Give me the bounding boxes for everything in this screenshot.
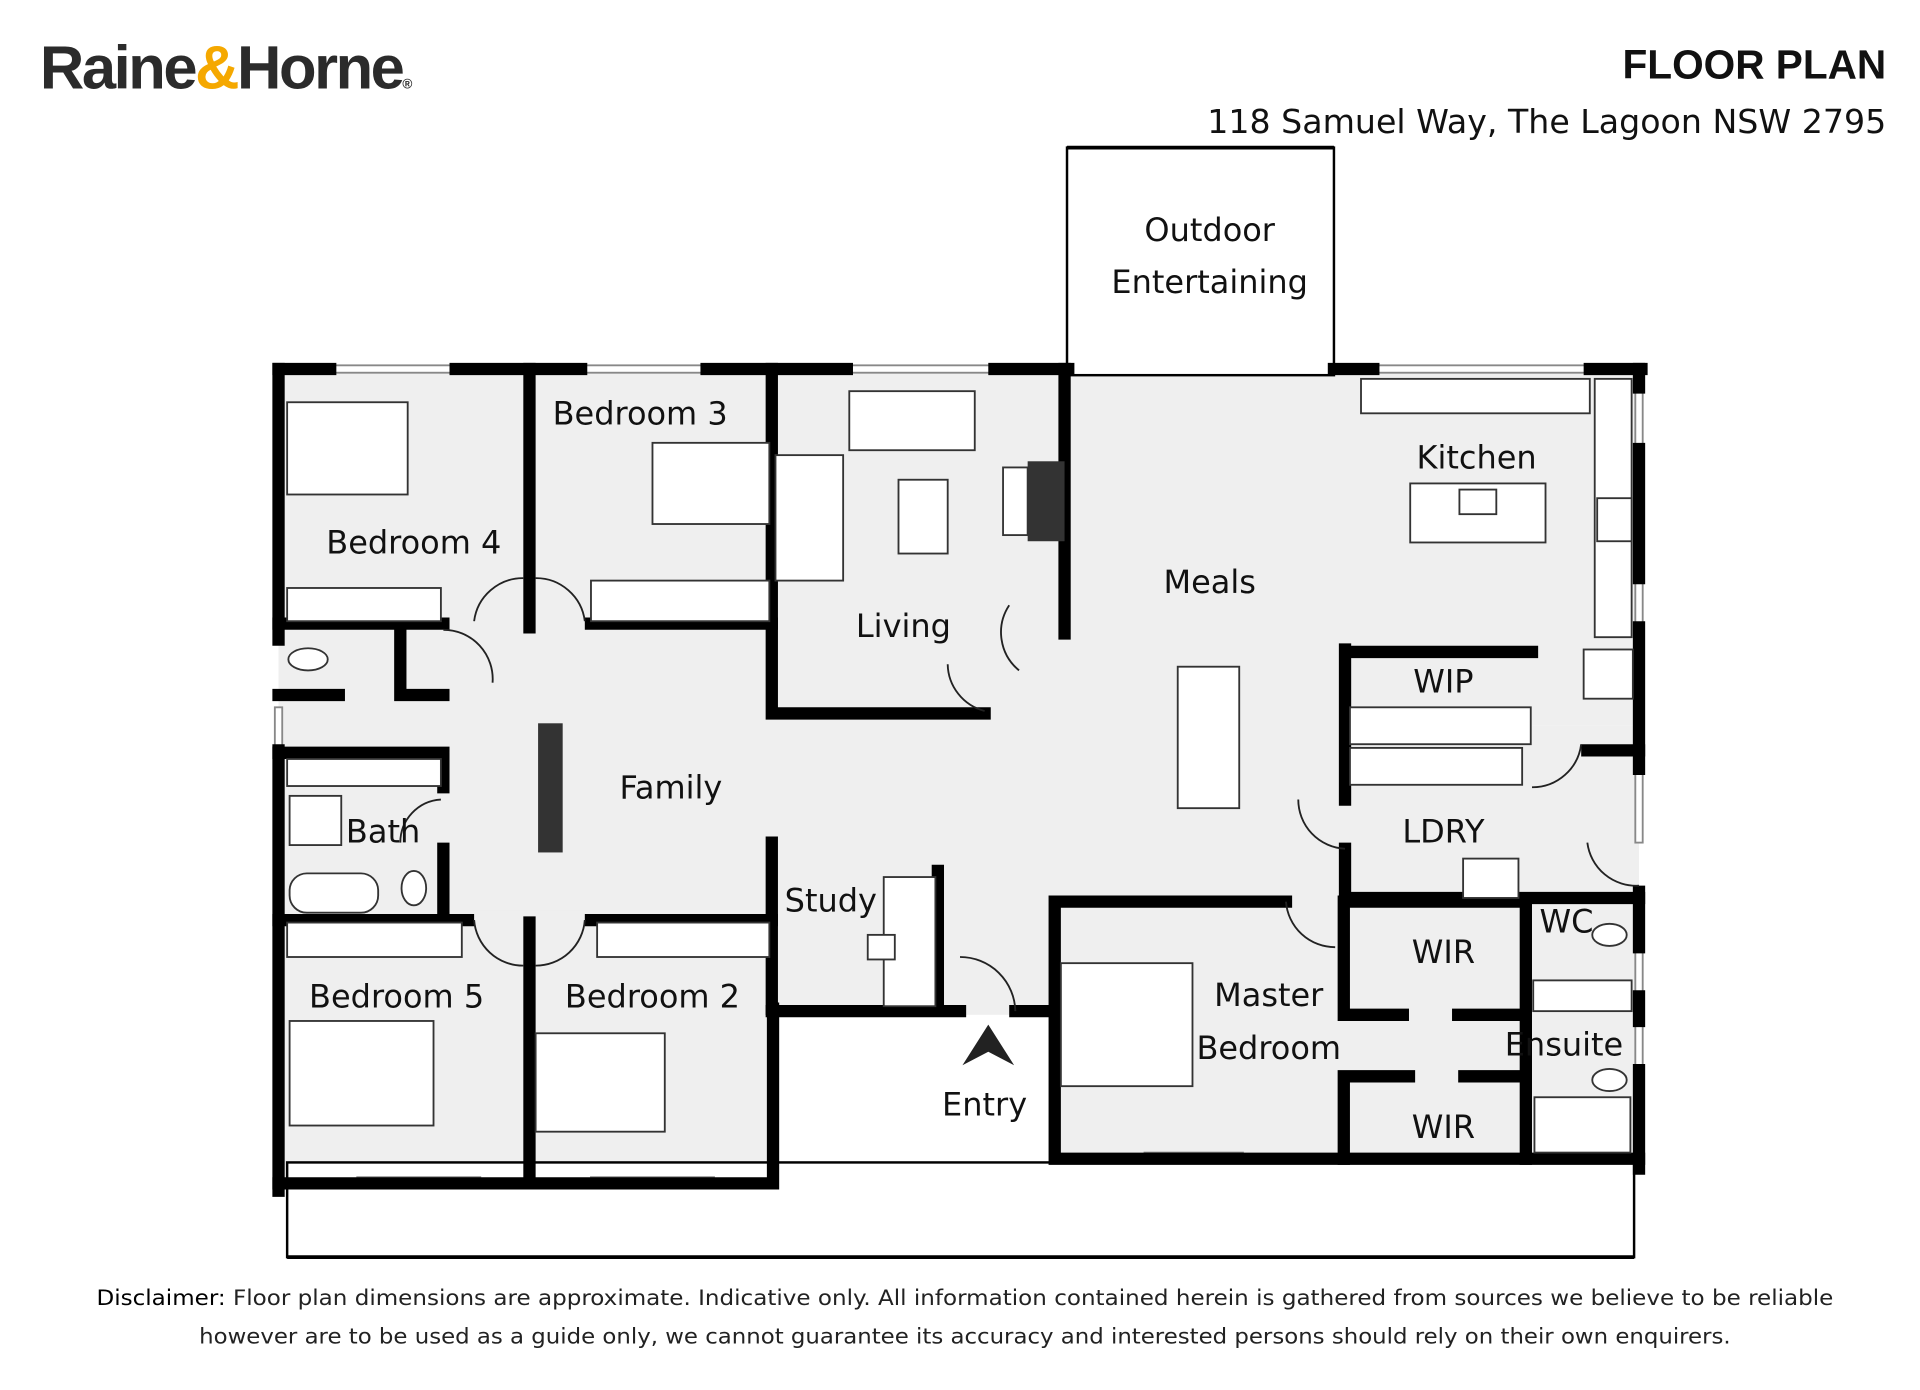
page-title: FLOOR PLAN (1623, 42, 1887, 88)
label-bath: Bath (346, 813, 420, 851)
sofa-icon (848, 390, 976, 452)
bed-icon (1059, 962, 1194, 1088)
chair-icon (866, 933, 896, 961)
label-master: Master (1214, 976, 1324, 1014)
vanity-icon (1532, 979, 1633, 1013)
label-ensuite: Ensuite (1505, 1025, 1623, 1063)
shower-icon (288, 794, 343, 846)
toilet-icon (400, 869, 428, 907)
closets (286, 579, 1532, 958)
label-wir-bottom: WIR (1412, 1108, 1475, 1146)
label-master-2: Bedroom (1196, 1029, 1341, 1067)
sink-icon (1458, 488, 1498, 516)
coffee-table-icon (897, 478, 949, 555)
kitchen-bench (1360, 377, 1591, 415)
label-bedroom5: Bedroom 5 (309, 977, 484, 1015)
walls (272, 362, 1648, 1197)
disclaimer-line-1: Disclaimer: Floor plan dimensions are ap… (96, 1286, 1833, 1311)
fireplace-icon (1027, 461, 1065, 542)
porch-area (285, 1161, 1636, 1259)
label-outdoor: Outdoor (1144, 211, 1275, 249)
outdoor-entertaining-area (1065, 146, 1336, 377)
label-entry: Entry (942, 1086, 1027, 1124)
brand-logo: Raine&Horne® (40, 34, 413, 103)
vanity-icon (286, 758, 442, 787)
bed-icon (286, 401, 409, 496)
fridge-icon (1582, 648, 1634, 700)
label-wip: WIP (1413, 663, 1473, 701)
toilet-icon (1591, 922, 1628, 947)
bathtub-icon (288, 872, 380, 914)
shower-icon (1533, 1096, 1632, 1154)
label-wc: WC (1539, 902, 1593, 940)
family-bench-icon (538, 723, 563, 853)
label-kitchen: Kitchen (1417, 439, 1537, 477)
toilet-icon (1591, 1068, 1628, 1093)
label-bedroom4: Bedroom 4 (326, 524, 501, 562)
label-bedroom2: Bedroom 2 (565, 977, 740, 1015)
label-meals: Meals (1164, 563, 1256, 601)
dining-table-icon (1176, 665, 1241, 810)
bed-icon (534, 1032, 666, 1133)
label-study: Study (785, 881, 877, 919)
laundry-tub-icon (1462, 857, 1520, 899)
doors (399, 577, 1640, 1012)
room-labels: Outdoor Entertaining Bedroom 3 Bedroom 4… (309, 211, 1623, 1146)
label-family: Family (619, 768, 722, 806)
label-ldry: LDRY (1402, 813, 1485, 851)
label-living: Living (856, 607, 951, 645)
property-address: 118 Samuel Way, The Lagoon NSW 2795 (1207, 102, 1886, 141)
label-bedroom3: Bedroom 3 (553, 394, 728, 432)
disclaimer-line-2: however are to be used as a guide only, … (199, 1324, 1730, 1349)
cooktop-icon (1596, 497, 1633, 543)
label-outdoor-2: Entertaining (1111, 263, 1308, 301)
entry-arrow-icon (962, 1024, 1015, 1066)
furniture (286, 377, 1634, 1154)
bed-icon (288, 1020, 435, 1127)
label-wir-top: WIR (1412, 933, 1475, 971)
sofa-icon (774, 454, 845, 582)
bed-icon (651, 441, 771, 525)
toilet-icon (287, 647, 329, 672)
